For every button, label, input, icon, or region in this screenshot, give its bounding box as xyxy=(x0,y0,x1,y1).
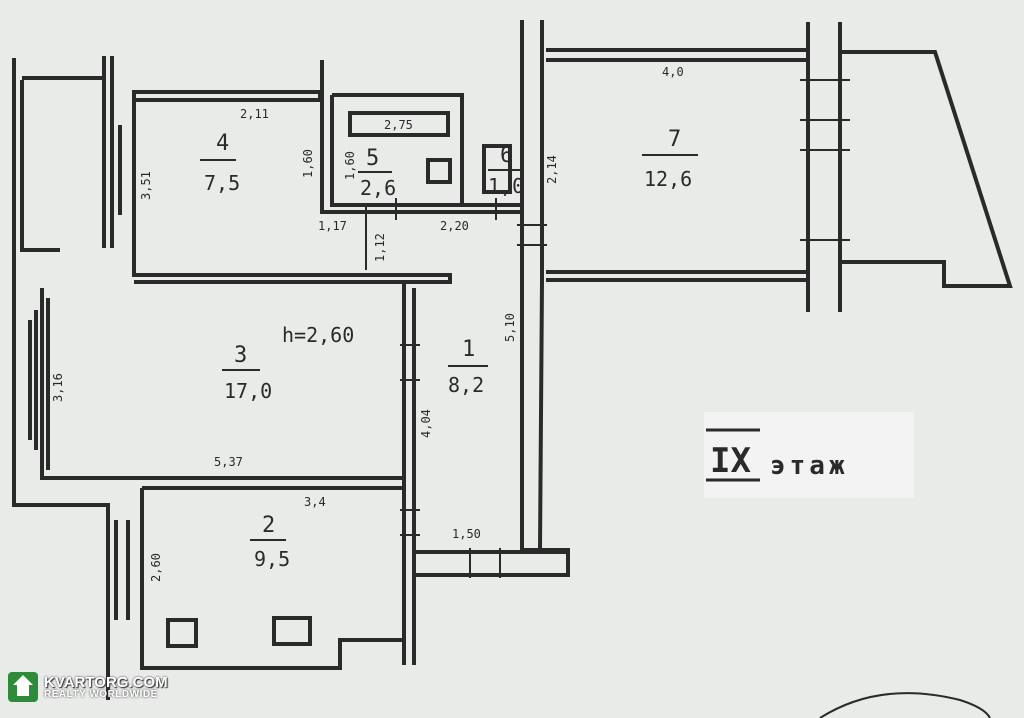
ceiling-height: h=2,60 xyxy=(282,323,354,347)
room-5-number: 5 xyxy=(366,146,379,171)
dim-label: 1,12 xyxy=(373,233,387,262)
plan-ticks xyxy=(365,79,850,578)
house-icon xyxy=(8,672,38,702)
room-1-area: 8,2 xyxy=(448,373,484,397)
dim-label: 1,60 xyxy=(343,151,357,180)
dim-label: 2,11 xyxy=(240,107,269,121)
dim-label: 2,60 xyxy=(149,553,163,582)
dim-label: 4,04 xyxy=(419,409,433,438)
dim-label: 1,60 xyxy=(301,149,315,178)
watermark-tagline: REALTY WORLDWIDE xyxy=(44,688,158,700)
room-4-number: 4 xyxy=(216,131,229,156)
room-3-area: 17,0 xyxy=(224,379,272,403)
plan-walls xyxy=(12,20,1013,700)
watermark-logo: KVARTORG.COM REALTY WORLDWIDE xyxy=(8,672,168,702)
room-7-number: 7 xyxy=(668,127,681,152)
room-6-area: 1,0 xyxy=(488,174,524,198)
room-2-number: 2 xyxy=(262,513,275,538)
room-3-number: 3 xyxy=(234,343,247,368)
floor-word: этаж xyxy=(770,451,849,481)
room-5-area: 2,6 xyxy=(360,176,396,200)
dim-label: 2,14 xyxy=(545,155,559,184)
dim-label: 4,0 xyxy=(662,65,684,79)
dim-label: 2,20 xyxy=(440,219,469,233)
room-6-number: 6 xyxy=(500,143,513,168)
dim-label: 3,16 xyxy=(51,373,65,402)
dimension-labels: 4,0 2,11 2,75 3,51 1,60 1,60 2,14 1,17 1… xyxy=(51,65,684,582)
room-labels: 4 7,5 5 2,6 6 1,0 7 12,6 h=2,60 3 17,0 1… xyxy=(200,127,698,571)
room-1-number: 1 xyxy=(462,337,475,362)
dim-label: 3,51 xyxy=(139,171,153,200)
room-7-area: 12,6 xyxy=(644,167,692,191)
dim-label: 1,50 xyxy=(452,527,481,541)
dim-label: 3,4 xyxy=(304,495,326,509)
dim-label: 1,17 xyxy=(318,219,347,233)
dim-label: 5,10 xyxy=(503,313,517,342)
floor-label: IX этаж xyxy=(704,412,914,498)
floor-numeral: IX xyxy=(710,441,751,481)
dim-label: 5,37 xyxy=(214,455,243,469)
room-2-area: 9,5 xyxy=(254,547,290,571)
stamp-fragment xyxy=(819,692,991,718)
room-4-area: 7,5 xyxy=(204,171,240,195)
watermark-brand: KVARTORG.COM xyxy=(44,673,168,691)
dim-label: 2,75 xyxy=(384,118,413,132)
